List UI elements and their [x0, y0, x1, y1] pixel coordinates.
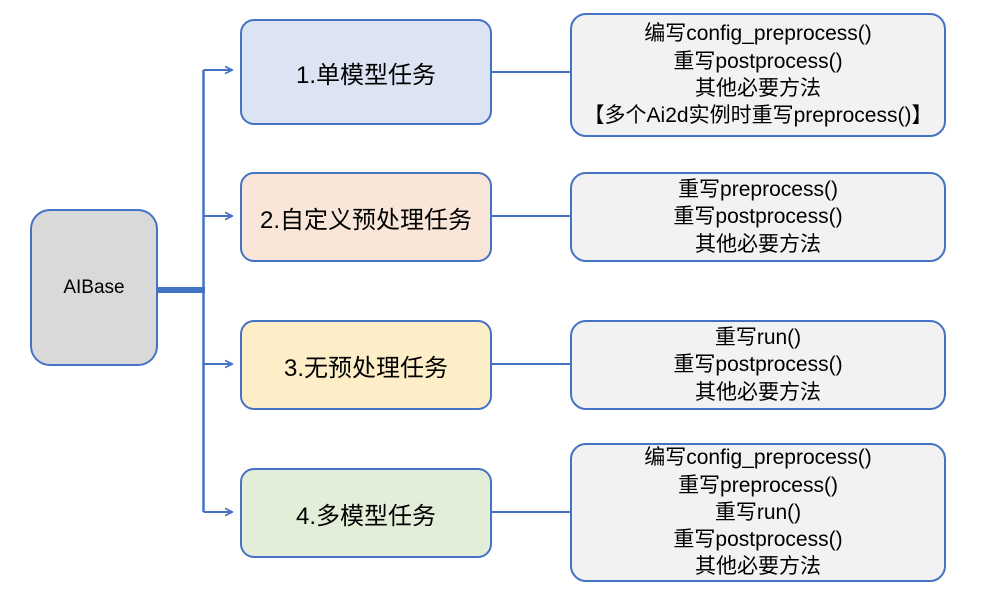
- detail-box-no-preprocess[interactable]: 重写run() 重写postprocess() 其他必要方法: [570, 320, 946, 410]
- detail-box-single-model[interactable]: 编写config_preprocess() 重写postprocess() 其他…: [570, 13, 946, 137]
- node-task-no-preprocess-label: 3.无预处理任务: [283, 354, 448, 382]
- detail-line: 其他必要方法: [695, 77, 821, 100]
- detail-line: 重写run(): [714, 326, 802, 350]
- node-task-no-preprocess[interactable]: 3.无预处理任务: [240, 320, 492, 410]
- node-task-multi-model[interactable]: 4.多模型任务: [240, 468, 492, 558]
- detail-line: 重写postprocess(): [673, 353, 843, 377]
- detail-line: 重写postprocess(): [673, 49, 843, 73]
- detail-line: 重写run(): [714, 500, 802, 524]
- detail-line: 其他必要方法: [695, 380, 821, 404]
- detail-line: 重写preprocess(): [678, 178, 838, 202]
- detail-box-multi-model[interactable]: 编写config_preprocess() 重写preprocess() 重写r…: [570, 443, 946, 582]
- detail-line: 【多个Ai2d实例时重写preprocess()】: [583, 104, 933, 128]
- node-aibase-label: AIBase: [63, 276, 125, 298]
- detail-line: 重写postprocess(): [673, 205, 843, 229]
- detail-line: 重写preprocess(): [678, 473, 838, 497]
- detail-line: 编写config_preprocess(): [644, 22, 872, 46]
- detail-line: 重写postprocess(): [673, 528, 843, 552]
- detail-line: 其他必要方法: [695, 232, 821, 256]
- node-task-multi-model-label: 4.多模型任务: [295, 502, 436, 530]
- node-task-single-model-label: 1.单模型任务: [295, 61, 436, 89]
- detail-line: 其他必要方法: [695, 555, 821, 579]
- node-task-custom-preprocess-label: 2.自定义预处理任务: [259, 206, 472, 234]
- node-aibase[interactable]: AIBase: [30, 209, 158, 366]
- node-task-custom-preprocess[interactable]: 2.自定义预处理任务: [240, 172, 492, 262]
- detail-line: 编写config_preprocess(): [644, 446, 872, 470]
- node-task-single-model[interactable]: 1.单模型任务: [240, 19, 492, 125]
- detail-box-custom-preprocess[interactable]: 重写preprocess() 重写postprocess() 其他必要方法: [570, 172, 946, 262]
